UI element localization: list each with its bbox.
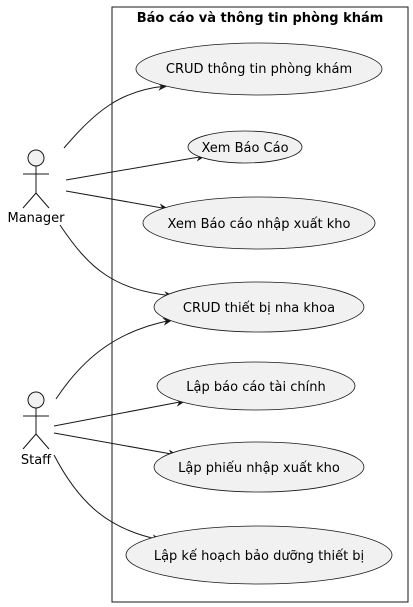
actor-right-leg [35,192,50,209]
association-manager-uc3 [65,190,169,212]
use-case-label: Xem Báo Cáo [201,141,288,156]
use-case-label: Lập báo cáo tài chính [186,380,325,395]
actor-head [27,149,45,167]
use-case-label: CRUD thiết bị nha khoa [183,301,335,316]
actor-head [27,391,45,409]
association-staff-uc6 [53,432,178,458]
actor-label: Manager [8,211,66,226]
use-case[interactable]: Lập phiếu nhập xuất kho [153,441,365,493]
actor-label: Staff [21,453,52,468]
use-cases: CRUD thông tin phòng khám Xem Báo Cáo Xe… [125,42,393,585]
association-manager-uc4 [59,224,174,300]
actor-staff[interactable]: Staff [21,391,52,468]
use-case-label: CRUD thông tin phòng khám [166,62,352,77]
use-case-label: Lập kế hoạch bảo dưỡng thiết bị [154,549,364,564]
association-staff-uc4 [55,317,173,400]
use-case[interactable]: CRUD thông tin phòng khám [135,42,383,96]
association-manager-uc1 [63,82,168,149]
association-manager-uc2 [65,153,206,181]
use-case-label: Lập phiếu nhập xuất kho [178,461,340,476]
associations [53,82,206,543]
actors: Manager Staff [8,149,66,468]
system-title: Báo cáo và thông tin phòng khám [137,11,384,26]
actor-left-leg [22,433,37,450]
association-staff-uc5 [53,398,186,427]
use-case[interactable]: Xem Báo cáo nhập xuất kho [142,196,376,250]
use-case-ellipse [125,525,393,585]
actor-manager[interactable]: Manager [8,149,66,226]
use-case-ellipse [142,196,376,250]
use-case-ellipse [135,42,383,96]
actor-right-leg [35,433,50,450]
use-case[interactable]: Lập báo cáo tài chính [156,361,356,411]
association-staff-uc7 [53,454,162,543]
use-case[interactable]: Lập kế hoạch bảo dưỡng thiết bị [125,525,393,585]
actor-left-leg [22,192,37,209]
system-boundary-rect [111,6,409,603]
use-case-ellipse [156,361,356,411]
use-case[interactable]: Xem Báo Cáo [187,130,303,164]
use-case-label: Xem Báo cáo nhập xuất kho [168,217,351,232]
system-boundary: Báo cáo và thông tin phòng khám [111,6,409,603]
use-case[interactable]: CRUD thiết bị nha khoa [153,281,365,333]
use-case-ellipse [187,130,303,164]
use-case-ellipse [153,441,365,493]
use-case-ellipse [153,281,365,333]
